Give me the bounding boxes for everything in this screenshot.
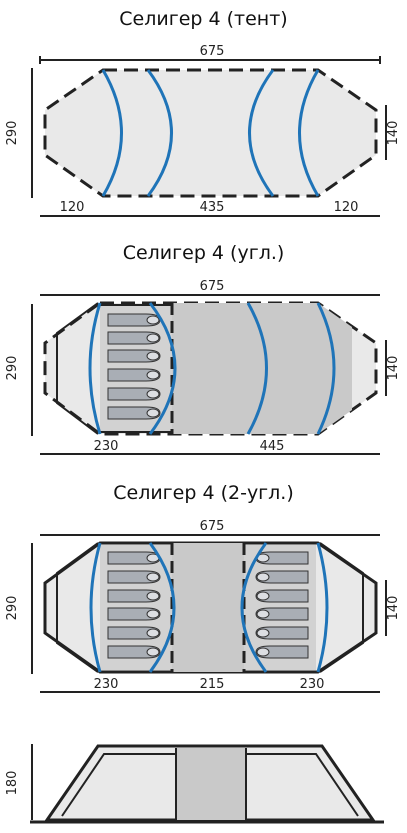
- plan-title-two-inner: Селигер 4 (2-угл.): [113, 482, 294, 504]
- dim-top-tent: 675: [200, 44, 225, 59]
- plan-title-one-inner: Селигер 4 (угл.): [122, 242, 285, 264]
- dim-left-two-inner: 290: [5, 596, 20, 621]
- dim-right-one-inner: 140: [386, 356, 401, 381]
- plan-two-inner: [31, 534, 387, 693]
- dim-left-one-inner: 290: [5, 356, 20, 381]
- dim-bottom-two-inner-right: 230: [300, 677, 325, 692]
- dim-right-two-inner: 140: [386, 596, 401, 621]
- dim-right-tent: 140: [386, 121, 401, 146]
- plan-title-tent: Селигер 4 (тент): [119, 8, 288, 30]
- dim-top-two-inner: 675: [200, 519, 225, 534]
- dim-side-height: 180: [5, 771, 20, 796]
- dim-bottom-tent-right: 120: [334, 200, 359, 215]
- dim-bottom-two-inner-left: 230: [94, 677, 119, 692]
- dim-bottom-tent-middle: 435: [200, 200, 225, 215]
- plan-one-inner: [31, 294, 387, 455]
- dim-bottom-tent-left: 120: [60, 200, 85, 215]
- dim-bottom-one-inner-right: 445: [260, 439, 285, 454]
- plan-tent: [31, 56, 387, 217]
- dim-bottom-two-inner-middle: 215: [200, 677, 225, 692]
- side-view: [30, 744, 384, 824]
- dim-left-tent: 290: [5, 121, 20, 146]
- dim-top-one-inner: 675: [200, 279, 225, 294]
- dim-bottom-one-inner-left: 230: [94, 439, 119, 454]
